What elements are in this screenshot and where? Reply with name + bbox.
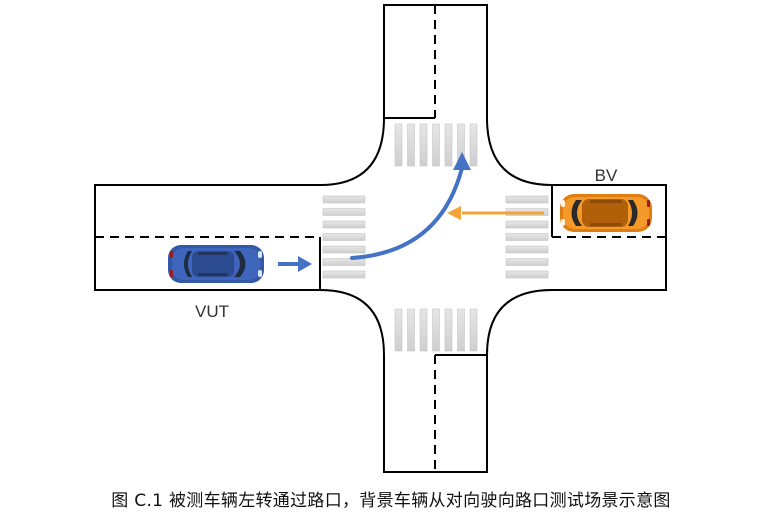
intersection-diagram: VUT BV [94,4,667,473]
crosswalk-west-stripe [322,195,366,204]
crosswalk-west-stripe [322,245,366,254]
crosswalk-east-stripe [505,270,549,279]
road-outline [94,4,667,473]
crosswalk-west-stripe [322,258,366,266]
crosswalk-west-stripe [322,270,366,279]
crosswalks [322,123,549,352]
crosswalk-south-stripe [432,308,440,352]
crosswalk-west-stripe [322,208,366,216]
blue-car-icon [168,245,264,283]
orange-car-icon [560,194,652,232]
crosswalk-north-stripe [419,123,428,167]
crosswalk-south-stripe [457,308,465,352]
crosswalk-east-stripe [505,195,549,204]
crosswalk-west-stripe [322,220,366,229]
curved-left-turn-arrow-icon [350,166,464,260]
left-arrow-icon [447,206,544,220]
crosswalk-north-stripe [394,123,403,167]
crosswalk-south-stripe [469,308,478,352]
crosswalk-east-stripe [505,220,549,229]
crosswalk-east-stripe [505,258,549,266]
vut-label: VUT [195,302,229,321]
figure-caption: 图 C.1 被测车辆左转通过路口，背景车辆从对向驶向路口测试场景示意图 [111,491,671,511]
curved-left-turn-arrow-head [453,152,471,170]
crosswalk-south-stripe [394,308,403,352]
crosswalk-south-stripe [444,308,453,352]
right-arrow-icon [278,256,312,272]
crosswalk-south-stripe [407,308,415,352]
crosswalk-north-stripe [444,123,453,167]
bv-label: BV [595,166,618,185]
crosswalk-east-stripe [505,233,549,241]
crosswalk-east-stripe [505,245,549,254]
crosswalk-north-stripe [432,123,440,167]
crosswalk-north-stripe [407,123,415,167]
crosswalk-north-stripe [469,123,478,167]
crosswalk-west-stripe [322,233,366,241]
crosswalk-south-stripe [419,308,428,352]
